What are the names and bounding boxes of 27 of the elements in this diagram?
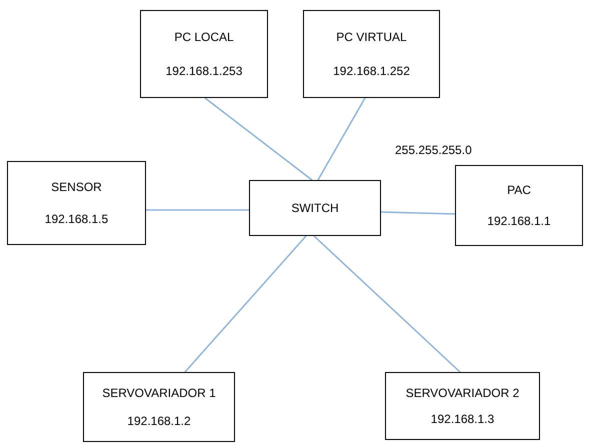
connector-line xyxy=(380,211,456,215)
ip-address: 192.168.1.3 xyxy=(430,412,494,426)
connector-line xyxy=(317,98,366,180)
device-box xyxy=(455,165,583,246)
device-name: PC LOCAL xyxy=(174,30,234,44)
device-name: SENSOR xyxy=(51,180,102,194)
connector-line xyxy=(146,209,249,211)
device-box xyxy=(385,372,540,440)
ip-address: 192.168.1.252 xyxy=(333,64,410,78)
ip-address: 192.168.1.5 xyxy=(44,212,108,226)
ip-address: 192.168.1.253 xyxy=(166,64,242,78)
ip-address: 192.168.1.2 xyxy=(127,414,191,428)
connector-line xyxy=(313,235,461,373)
device-box xyxy=(140,10,268,98)
device-name: PC VIRTUAL xyxy=(336,30,407,44)
device-box xyxy=(7,161,146,245)
device-name: SERVOVARIADOR 2 xyxy=(406,386,520,400)
device-box xyxy=(249,180,381,236)
connector-line xyxy=(204,97,312,181)
device-name: SERVOVARIADOR 1 xyxy=(102,386,216,400)
connector-line xyxy=(184,236,307,372)
device-name: PAC xyxy=(507,183,531,197)
ip-address: 192.168.1.1 xyxy=(487,214,551,228)
device-box xyxy=(303,10,440,98)
device-box xyxy=(83,372,235,442)
subnet-mask-label: 255.255.255.0 xyxy=(395,143,472,157)
device-name: SWITCH xyxy=(291,201,339,215)
